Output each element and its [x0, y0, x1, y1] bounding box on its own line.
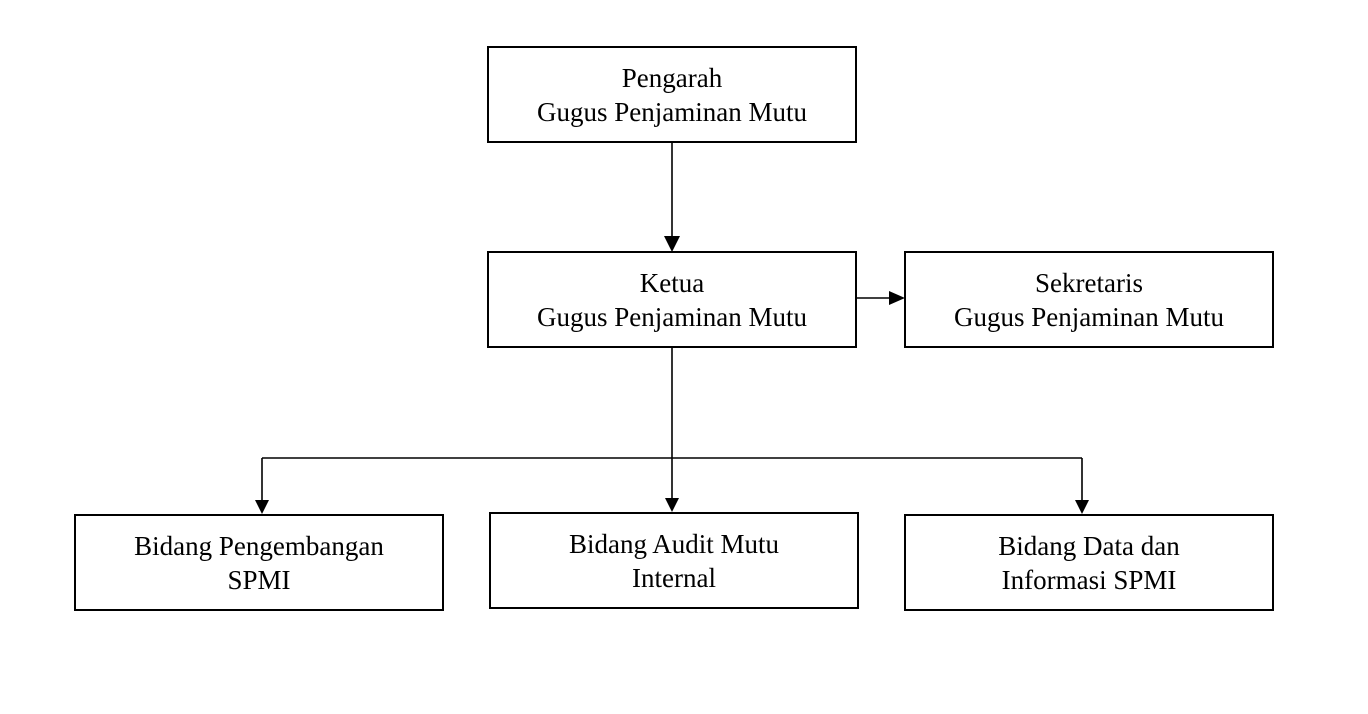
node-sekretaris-title: Sekretaris	[1035, 267, 1143, 298]
node-bidang-data-line2: Informasi SPMI	[1001, 564, 1177, 595]
node-bidang-audit-line1: Bidang Audit Mutu	[568, 528, 779, 559]
node-ketua-title: Ketua	[639, 267, 705, 298]
node-pengarah-title: Pengarah	[621, 62, 723, 93]
node-bidang-data: Bidang Data dan Informasi SPMI	[904, 514, 1274, 611]
arrowhead-down-icon	[255, 500, 269, 514]
node-sekretaris-subtitle: Gugus Penjaminan Mutu	[954, 301, 1224, 332]
node-pengarah: Pengarah Gugus Penjaminan Mutu	[487, 46, 857, 143]
node-bidang-audit-line2: Internal	[632, 562, 716, 593]
node-bidang-data-line1: Bidang Data dan	[998, 530, 1180, 561]
node-bidang-pengembangan-line1: Bidang Pengembangan	[134, 530, 384, 561]
arrowhead-right-icon	[889, 291, 905, 305]
arrowhead-down-icon	[1075, 500, 1089, 514]
node-ketua: Ketua Gugus Penjaminan Mutu	[487, 251, 857, 348]
arrowhead-down-icon	[664, 236, 680, 252]
node-bidang-pengembangan: Bidang Pengembangan SPMI	[74, 514, 444, 611]
node-ketua-subtitle: Gugus Penjaminan Mutu	[537, 301, 807, 332]
arrowhead-down-icon	[665, 498, 679, 512]
node-sekretaris: Sekretaris Gugus Penjaminan Mutu	[904, 251, 1274, 348]
node-bidang-audit: Bidang Audit Mutu Internal	[489, 512, 859, 609]
node-bidang-pengembangan-line2: SPMI	[227, 564, 291, 595]
node-pengarah-subtitle: Gugus Penjaminan Mutu	[537, 96, 807, 127]
